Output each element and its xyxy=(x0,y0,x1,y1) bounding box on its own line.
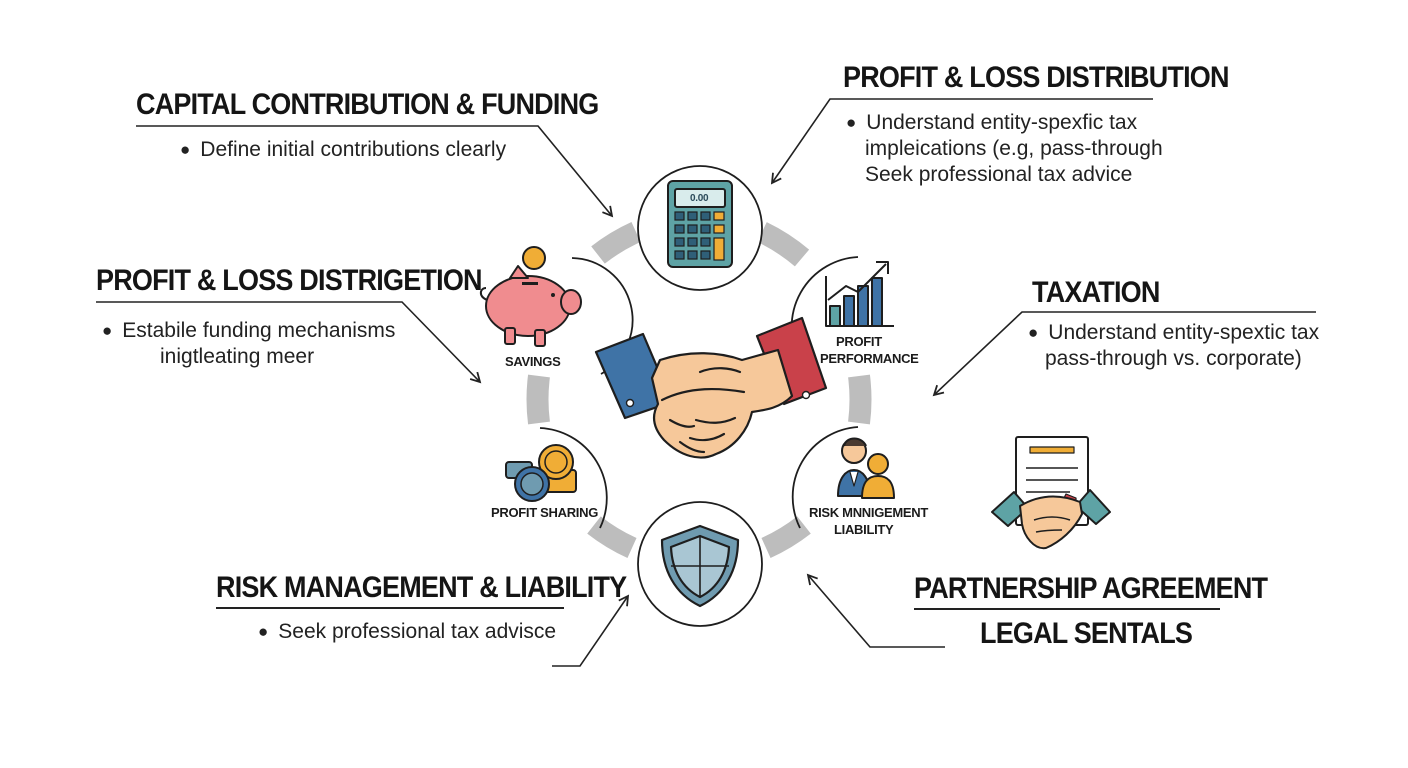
profit-sharing-circle-arc xyxy=(539,427,608,529)
bullet-dot: ● xyxy=(1028,323,1039,342)
taxation-bullet-1: ● Understand entity-spextic tax xyxy=(1028,320,1319,347)
calculator-icon xyxy=(667,180,733,268)
risk-bullet-text: Seek professional tax advisce xyxy=(278,620,557,643)
profit-performance-label-1: PROFIT xyxy=(836,334,882,349)
capital-bullet-1: ● Define initial contributions clearly xyxy=(180,137,506,164)
shield-icon xyxy=(660,524,740,608)
risk-heading-underline xyxy=(216,607,564,609)
arrow-pl-distribution xyxy=(770,98,1153,185)
pl-distrigetion-bullet-1: ● Estabile funding mechanisms xyxy=(102,318,395,345)
profit-performance-label-2: PERFORMANCE xyxy=(820,351,919,366)
pl-distribution-bullet-text: Understand entity-spexfic tax xyxy=(866,111,1138,134)
partnership-heading-underline xyxy=(914,608,1220,610)
bullet-dot: ● xyxy=(258,622,269,641)
arrow-pl-distrigetion xyxy=(96,301,482,384)
profit-sharing-label: PROFIT SHARING xyxy=(491,505,599,520)
calculator-display-text: 0.00 xyxy=(690,193,709,204)
bar-chart-icon xyxy=(825,261,894,327)
people-icon xyxy=(837,437,895,499)
pl-distrigetion-line-2: inigtleating meer xyxy=(160,345,315,368)
contract-handshake-icon xyxy=(991,436,1111,550)
capital-bullet-text: Define initial contributions clearly xyxy=(200,138,507,161)
pl-distribution-line-3: Seek professional tax advice xyxy=(865,163,1133,186)
risk-bullet-1: ● Seek professional tax advisce xyxy=(258,619,556,646)
partnership-agreement-heading: PARTNERSHIP AGREEMENT xyxy=(914,572,1268,605)
bullet-dot: ● xyxy=(846,113,857,132)
pl-distribution-bullet-1: ● Understand entity-spexfic tax xyxy=(846,110,1137,137)
risk-management-heading: RISK MANAGEMENT & LIABILITY xyxy=(216,571,627,604)
risk-management-label-1: RISK MNNIGEMENT xyxy=(809,505,929,520)
legal-subheading: LEGAL SENTALS xyxy=(980,617,1193,650)
arrow-capital xyxy=(136,125,614,218)
bullet-dot: ● xyxy=(180,140,191,159)
arrow-partnership xyxy=(806,573,945,648)
handshake-icon xyxy=(594,316,828,459)
bullet-dot: ● xyxy=(102,321,113,340)
taxation-line-2: pass-through vs. corporate) xyxy=(1045,347,1302,370)
pl-distrigetion-bullet-text: Estabile funding mechanisms xyxy=(122,319,396,342)
taxation-bullet-text: Understand entity-spextic tax xyxy=(1048,321,1320,344)
pl-distribution-line-2: impleications (e.g, pass-through xyxy=(865,137,1163,160)
piggy-bank-icon xyxy=(479,246,582,347)
capital-contribution-heading: CAPITAL CONTRIBUTION & FUNDING xyxy=(136,88,599,121)
arrow-risk xyxy=(552,594,630,667)
risk-circle-arc xyxy=(791,426,859,529)
pl-distrigetion-heading: PROFIT & LOSS DISTRIGETION xyxy=(96,264,483,297)
pl-distribution-heading: PROFIT & LOSS DISTRIBUTION xyxy=(843,61,1230,94)
coins-icon xyxy=(505,444,577,502)
arrow-taxation xyxy=(932,311,1316,397)
risk-management-label-2: LIABILITY xyxy=(834,522,894,537)
hub-ring xyxy=(526,221,872,559)
taxation-heading: TAXATION xyxy=(1032,276,1160,309)
savings-label: SAVINGS xyxy=(505,354,561,369)
